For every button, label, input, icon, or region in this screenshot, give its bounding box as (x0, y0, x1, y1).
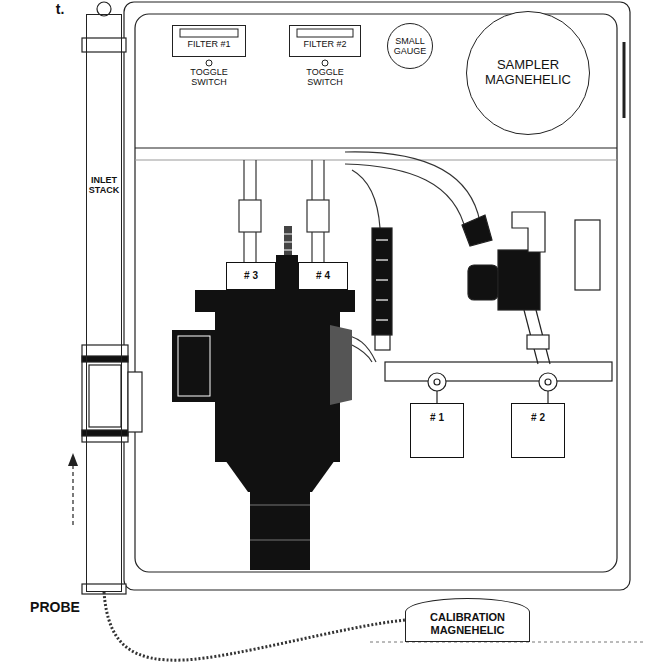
node-label: FILTER #1 (188, 39, 231, 49)
hose-connector (104, 592, 405, 660)
node-label: # 4 (316, 270, 330, 282)
filter-display: FILTER #2 (289, 25, 361, 57)
node-label: CALIBRATION MAGNEHELIC (413, 611, 523, 636)
inlet-stack: INLET STACK (86, 14, 122, 592)
part-number-block: # 4 (298, 262, 348, 290)
node-label: # 1 (430, 412, 444, 424)
small-gauge: SMALL GAUGE (387, 23, 433, 69)
node-label: SAMPLER MAGNEHELIC (480, 58, 576, 88)
part-number-block: # 2 (511, 403, 565, 458)
part-number-block: # 3 (226, 262, 276, 290)
toggle-switch-label: TOGGLE SWITCH (184, 68, 234, 88)
node-label: FILTER #2 (304, 39, 347, 49)
panel-housing (124, 2, 630, 590)
filter-displays (180, 29, 353, 66)
filter-display: FILTER #1 (172, 25, 246, 57)
flow-meter-and-valves (372, 212, 612, 403)
node-label: # 3 (244, 270, 258, 282)
node-label: INLET STACK (87, 175, 121, 196)
toggle-switch-label: TOGGLE SWITCH (300, 68, 350, 88)
cut-text: t. (48, 2, 72, 17)
node-label: # 2 (531, 412, 545, 424)
calibration-magnehelic: CALIBRATION MAGNEHELIC (405, 598, 530, 642)
dotted-hose (104, 592, 405, 660)
part-number-block: # 1 (410, 403, 464, 458)
sampler-body (172, 226, 355, 570)
ground-line-and-probe-arrow (68, 453, 645, 642)
probe-label: PROBE (24, 600, 86, 615)
sampler-magnehelic: SAMPLER MAGNEHELIC (466, 11, 590, 135)
stack-fittings (82, 2, 142, 594)
node-label: SMALL GAUGE (390, 36, 430, 57)
